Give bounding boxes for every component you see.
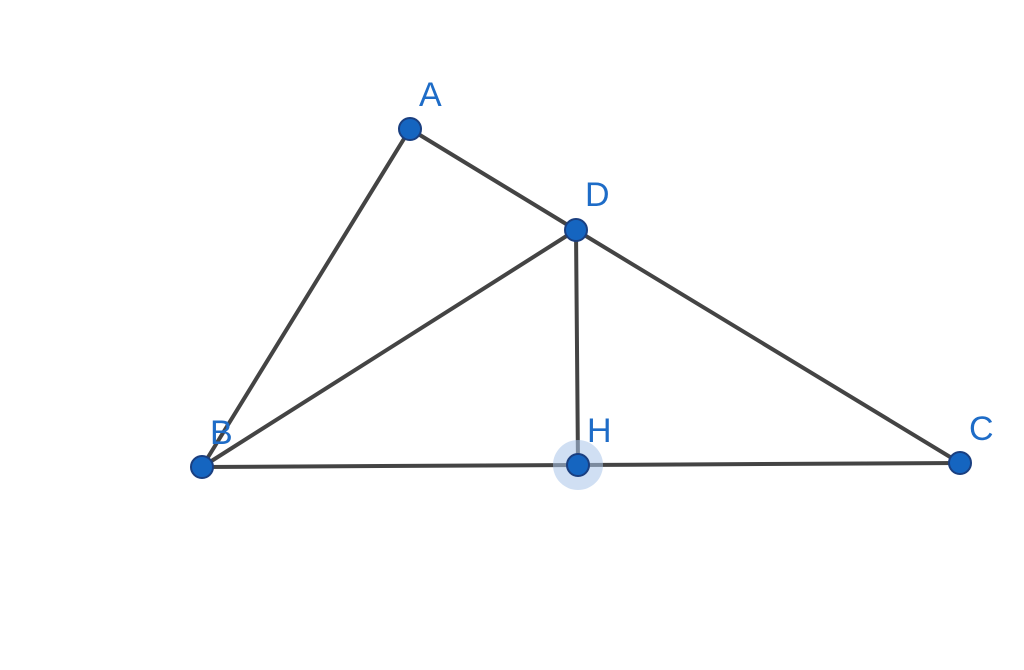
point-a-label[interactable]: A bbox=[419, 76, 442, 114]
segment-dc[interactable] bbox=[574, 228, 962, 465]
point-h[interactable] bbox=[566, 453, 590, 477]
point-c[interactable] bbox=[948, 451, 972, 475]
segment-bh[interactable] bbox=[200, 463, 580, 469]
point-a[interactable] bbox=[398, 117, 422, 141]
points-layer bbox=[190, 117, 972, 479]
segment-dh[interactable] bbox=[574, 228, 580, 467]
segment-ad[interactable] bbox=[408, 127, 578, 232]
segment-bd[interactable] bbox=[200, 228, 578, 469]
labels-layer: A B C D H bbox=[210, 76, 994, 452]
point-b[interactable] bbox=[190, 455, 214, 479]
segment-hc[interactable] bbox=[576, 461, 962, 467]
point-d-label[interactable]: D bbox=[585, 176, 610, 214]
point-c-label[interactable]: C bbox=[969, 410, 994, 448]
segments-layer bbox=[200, 127, 962, 469]
point-d[interactable] bbox=[564, 218, 588, 242]
point-h-label[interactable]: H bbox=[587, 412, 612, 450]
point-b-label[interactable]: B bbox=[210, 414, 233, 452]
segment-ab[interactable] bbox=[200, 127, 412, 469]
